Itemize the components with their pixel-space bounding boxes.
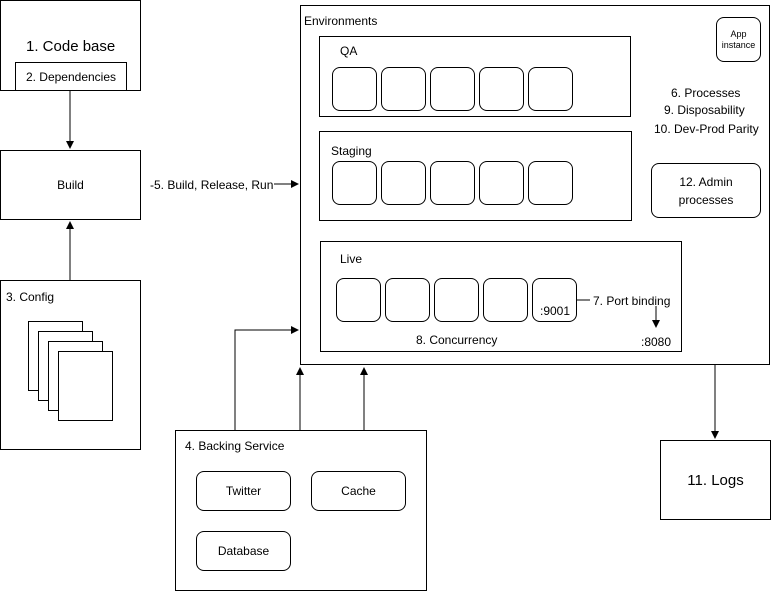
environments-box[interactable]: Environments App instance 6. Processes 9… xyxy=(300,5,770,365)
config-label: 3. Config xyxy=(6,290,55,304)
qa-instance-4[interactable] xyxy=(479,67,524,111)
twitter-label: Twitter xyxy=(225,484,262,498)
qa-instance-2[interactable] xyxy=(381,67,426,111)
live-environment[interactable]: Live :9001 7. Port binding :8080 8. Conc… xyxy=(320,241,682,352)
staging-instance-2[interactable] xyxy=(381,161,426,205)
live-instance-4[interactable] xyxy=(483,278,528,322)
build-label: Build xyxy=(57,178,84,192)
admin-line1: 12. Admin xyxy=(679,174,733,189)
live-label: Live xyxy=(340,252,363,266)
build-release-run-label: -5. Build, Release, Run xyxy=(150,178,274,192)
backing-service-box[interactable]: 4. Backing Service Twitter Cache Databas… xyxy=(175,430,427,591)
cache-label: Cache xyxy=(341,484,376,498)
staging-instance-1[interactable] xyxy=(332,161,377,205)
staging-instance-4[interactable] xyxy=(479,161,524,205)
app-instance-line2: instance xyxy=(721,39,756,50)
logs-label: 11. Logs xyxy=(687,471,744,489)
concurrency-label: 8. Concurrency xyxy=(416,333,498,347)
live-instance-1[interactable] xyxy=(336,278,381,322)
cache-service[interactable]: Cache xyxy=(311,471,406,511)
arrow-backing-environments-elbow xyxy=(234,326,299,430)
live-instance-3[interactable] xyxy=(434,278,479,322)
qa-instance-3[interactable] xyxy=(430,67,475,111)
logs-box[interactable]: 11. Logs xyxy=(660,440,771,520)
database-service[interactable]: Database xyxy=(196,531,291,571)
admin-line2: processes xyxy=(678,192,734,207)
config-box[interactable]: 3. Config xyxy=(0,280,141,450)
backing-service-title: 4. Backing Service xyxy=(185,439,285,453)
staging-instance-3[interactable] xyxy=(430,161,475,205)
factor-processes: 6. Processes xyxy=(671,86,741,100)
config-file-4 xyxy=(58,351,113,421)
qa-environment[interactable]: QA xyxy=(319,36,631,117)
twitter-service[interactable]: Twitter xyxy=(196,471,291,511)
staging-label: Staging xyxy=(331,144,372,158)
code-base-box[interactable]: 1. Code base 2. Dependencies xyxy=(0,0,141,91)
dependencies-label: 2. Dependencies xyxy=(25,69,117,84)
qa-instance-1[interactable] xyxy=(332,67,377,111)
live-instance-2[interactable] xyxy=(385,278,430,322)
factor-parity: 10. Dev-Prod Parity xyxy=(654,122,759,136)
code-base-title: 1. Code base xyxy=(26,38,116,55)
port-external-label: :8080 xyxy=(641,335,672,349)
build-box[interactable]: Build xyxy=(0,150,141,220)
staging-instance-5[interactable] xyxy=(528,161,573,205)
app-instance-line1: App xyxy=(730,28,747,39)
admin-processes-box[interactable]: 12. Admin processes xyxy=(651,163,761,218)
staging-environment[interactable]: Staging xyxy=(319,131,632,221)
port-internal-label: :9001 xyxy=(540,304,571,318)
app-instance-box[interactable]: App instance xyxy=(716,17,761,62)
qa-instance-5[interactable] xyxy=(528,67,573,111)
factor-disposability: 9. Disposability xyxy=(664,103,745,117)
dependencies-box[interactable]: 2. Dependencies xyxy=(15,62,127,91)
live-instance-5[interactable]: :9001 xyxy=(532,278,577,322)
database-label: Database xyxy=(217,544,270,558)
qa-label: QA xyxy=(340,44,358,58)
environments-title: Environments xyxy=(304,14,378,28)
port-binding-label: 7. Port binding xyxy=(593,294,671,308)
